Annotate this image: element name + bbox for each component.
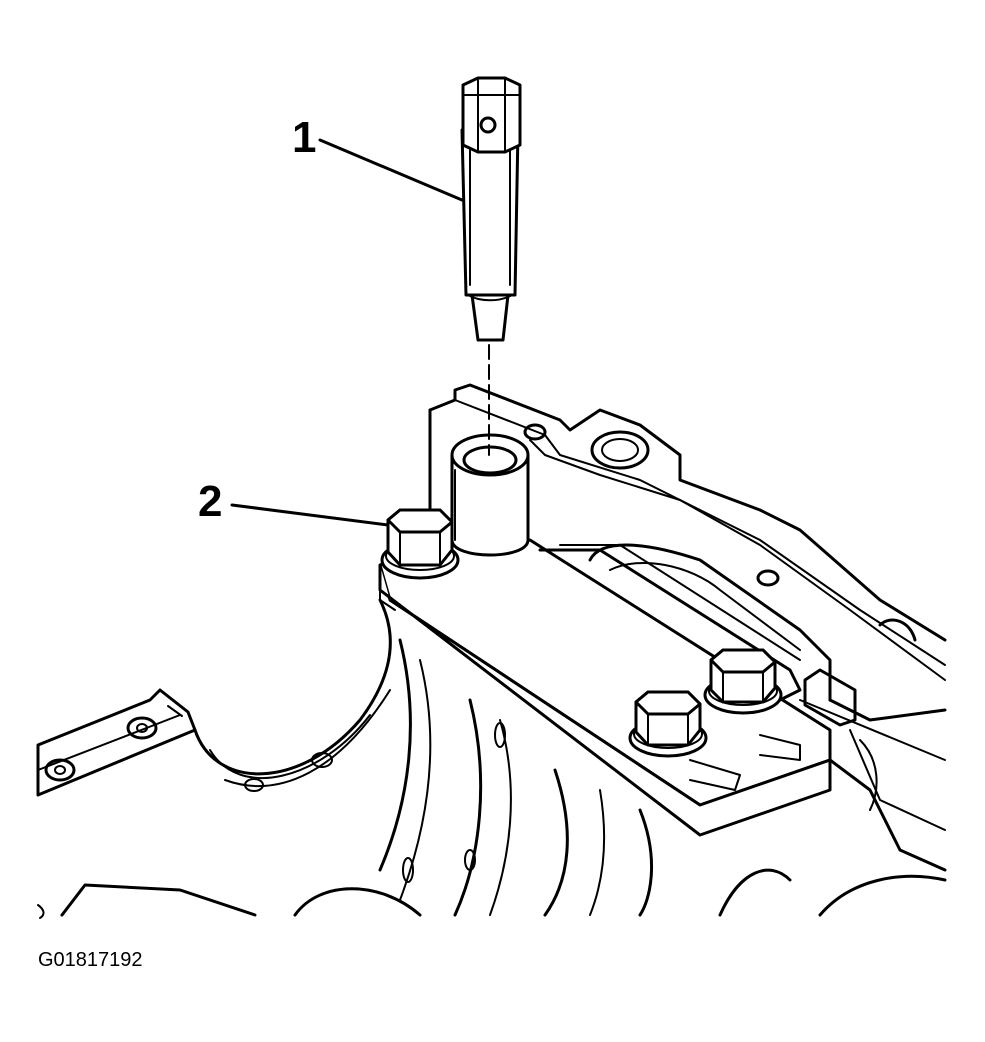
bolt-right-rear bbox=[703, 648, 783, 715]
bolt-right-front bbox=[628, 690, 708, 758]
callout-1: 1 bbox=[292, 113, 464, 202]
installer-pin-tool bbox=[460, 76, 522, 456]
figure-id: G01817192 bbox=[38, 949, 143, 971]
bolt-left bbox=[380, 508, 460, 580]
callout-1-label: 1 bbox=[292, 113, 316, 162]
engine-block bbox=[36, 383, 947, 919]
callout-2: 2 bbox=[198, 477, 390, 527]
callout-2-label: 2 bbox=[198, 477, 222, 526]
